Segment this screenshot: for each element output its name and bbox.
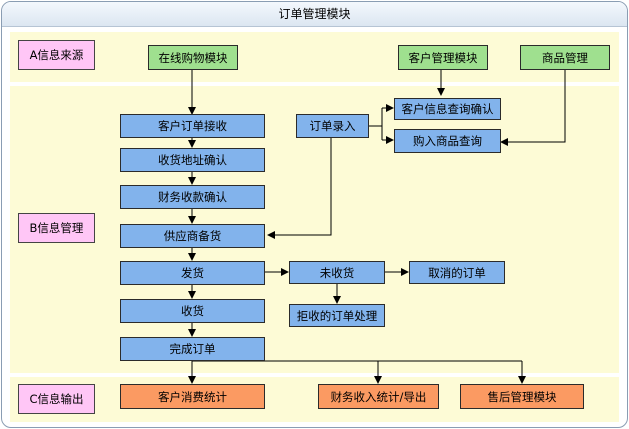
section-label-output: C信息输出 bbox=[18, 384, 95, 414]
node-cancelled-order: 取消的订单 bbox=[409, 261, 505, 284]
node-rejected-order: 拒收的订单处理 bbox=[289, 304, 385, 327]
node-finance-income: 财务收入统计/导出 bbox=[318, 384, 439, 409]
node-address-confirm: 收货地址确认 bbox=[120, 148, 265, 172]
node-customer-info-check: 客户信息查询确认 bbox=[394, 98, 501, 120]
node-order-entry: 订单录入 bbox=[296, 114, 369, 138]
diagram-title: 订单管理模块 bbox=[2, 2, 627, 27]
section-label-manage: B信息管理 bbox=[18, 213, 95, 243]
node-product-mgmt: 商品管理 bbox=[520, 45, 610, 70]
node-complete-order: 完成订单 bbox=[120, 337, 265, 361]
node-online-shopping: 在线购物模块 bbox=[148, 45, 238, 70]
section-label-source: A信息来源 bbox=[18, 40, 95, 70]
node-receive: 收货 bbox=[120, 299, 265, 323]
node-customer-consumption: 客户消费统计 bbox=[120, 384, 265, 409]
node-customer-order-receive: 客户订单接收 bbox=[120, 114, 265, 138]
node-ship: 发货 bbox=[120, 261, 265, 285]
node-after-sales: 售后管理模块 bbox=[460, 384, 584, 409]
node-payment-confirm: 财务收款确认 bbox=[120, 185, 265, 209]
node-customer-mgmt: 客户管理模块 bbox=[398, 45, 488, 70]
node-not-received: 未收货 bbox=[289, 261, 385, 284]
node-purchase-product-query: 购入商品查询 bbox=[394, 129, 501, 153]
node-supplier-stock: 供应商备货 bbox=[120, 224, 265, 248]
